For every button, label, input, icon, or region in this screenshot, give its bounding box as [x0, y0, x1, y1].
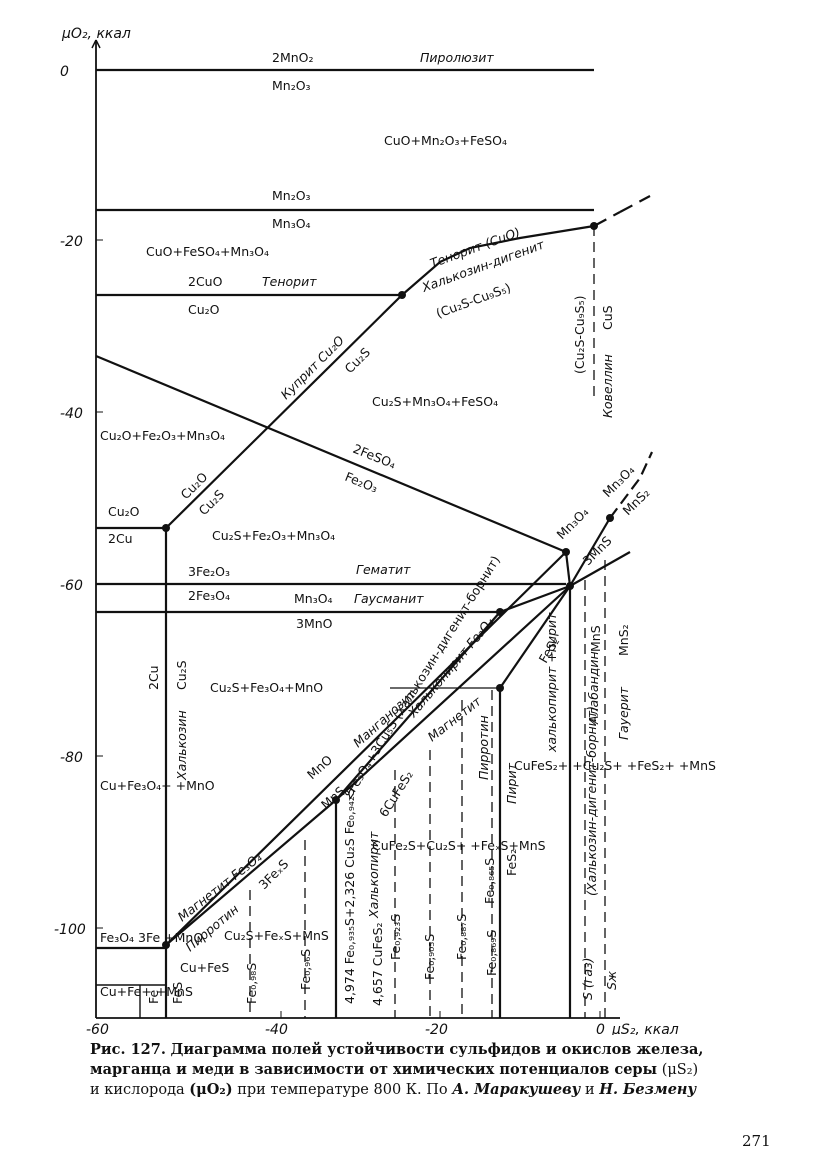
region-cufes2: CuFe₂S+Cu₂S+ +FeₓS+MnS — [372, 838, 546, 853]
label-cuprite: Куприт Cu₂O — [278, 333, 348, 403]
label-mns2-v: MnS₂ — [616, 624, 631, 656]
line-labels-rotated: Тенорит (CuO) Халькозин-дигенит (Cu₂S-Cu… — [146, 224, 653, 1006]
region-cu-fe3o4: Cu+Fe₃O₄+ +MnO — [100, 778, 215, 793]
label-hauerite: Гауерит — [616, 686, 631, 740]
label-mn2o3: Mn₂O₃ — [272, 78, 311, 93]
label-3fe2o3: 3Fe₂O₃ — [188, 564, 230, 579]
region-cu2s-fe2o3: Cu₂S+Fe₂O₃+Mn₃O₄ — [212, 528, 335, 543]
y-tick-60: -60 — [60, 578, 83, 594]
boundary-lines — [95, 68, 653, 1018]
label-fe098s: Fe₀,₉₈S — [244, 963, 259, 1004]
label-2cu-left: 2Cu — [108, 531, 133, 546]
label-fe0905s: Fe₀,₉₀₅S — [422, 934, 437, 980]
caption-bold-text: Диаграмма полей устойчивости сульфидов и… — [90, 1041, 704, 1078]
label-pyrolusite: Пиролюзит — [420, 50, 494, 65]
label-mn3o4-right: Mn₃O₄ — [554, 504, 592, 542]
region-cuo-mn3o4: CuO+FeSO₄+Mn₃O₄ — [146, 244, 269, 259]
label-chalcopyrite-v: Халькопирит — [366, 831, 381, 919]
label-chalcopyrite-pyrite: халькопирит +пирит — [544, 612, 559, 753]
label-mns-v: MnS — [588, 625, 603, 652]
label-fes2-v: FeS₂ — [504, 849, 519, 876]
label-fe0887s: Fe₀,₈₈₇S — [454, 914, 469, 960]
triple-points — [162, 222, 614, 949]
caption-sym-s: (μS₂) — [661, 1062, 699, 1078]
label-2feso4: 2FeSO₄ — [351, 441, 398, 472]
label-mn2o3-b: Mn₂O₃ — [272, 188, 311, 203]
label-chalcocite: Халькозин — [174, 710, 189, 781]
label-cus: CuS — [600, 305, 615, 330]
region-cufes2-fes2: CuFeS₂+ +Cu₂S+ +FeS₂+ +MnS — [514, 758, 716, 773]
label-cu2s-v: Cu₂S — [174, 660, 189, 690]
label-pyrrhotite-right: Пирротин — [476, 715, 491, 780]
y-tick-0: 0 — [60, 64, 69, 80]
stability-diagram: μO₂, ккал 0 -20 -40 -60 -80 -100 -60 -40… — [54, 26, 716, 1035]
label-chalc-digen-bornite: (Халькозин-дигенит-борнит) — [584, 706, 599, 896]
caption-author2: Н. Безмену — [599, 1081, 697, 1098]
label-mn3o4-haus: Mn₃O₄ — [294, 591, 333, 606]
label-fe0869s: Fe₀,₈₆₉S — [484, 930, 499, 976]
label-fes-bottom: FeS — [170, 982, 185, 1004]
region-cuo-mn2o3: CuO+Mn₂O₃+FeSO₄ — [384, 133, 507, 148]
label-hematite: Гематит — [356, 562, 411, 577]
region-cu2o-fe2o3: Cu₂O+Fe₂O₃+Mn₃O₄ — [100, 428, 225, 443]
label-cu2o: Cu₂O — [188, 302, 220, 317]
axis-labels: μO₂, ккал 0 -20 -40 -60 -80 -100 -60 -40… — [54, 26, 679, 1035]
caption-rest: при температуре 800 К. По — [237, 1082, 448, 1098]
caption-author1: А. Маракушеву — [452, 1081, 581, 1098]
region-cu2s-mn3o4: Cu₂S+Mn₃O₄+FeSO₄ — [372, 394, 498, 409]
caption-sym-o: (μO₂) — [189, 1081, 233, 1098]
label-covellite: Ковеллин — [600, 354, 615, 418]
caption-and: и — [584, 1082, 595, 1098]
label-cu2s-cu9s5-v: (Cu₂S-Cu₉S₅) — [572, 296, 587, 374]
y-tick-40: -40 — [60, 406, 83, 422]
x-axis-label: μS₂, ккал — [611, 1022, 679, 1035]
label-fe096s: Fe₀,₉₆S — [298, 949, 313, 990]
label-mno: MnO — [304, 752, 335, 782]
y-tick-100: -100 — [54, 922, 86, 938]
label-tenorite: Тенорит — [262, 274, 317, 289]
x-tick-20: -20 — [425, 1022, 448, 1035]
region-cu-fes: Cu+FeS — [180, 960, 229, 975]
label-fe-bottom: Fe — [146, 989, 161, 1004]
label-alabandin: Алабандин — [586, 651, 601, 725]
x-tick-40: -40 — [265, 1022, 288, 1035]
label-3mno: 3MnO — [296, 616, 333, 631]
page-number: 271 — [742, 1132, 771, 1150]
caption-fig-number: Рис. 127. — [90, 1041, 166, 1058]
x-tick-60: -60 — [86, 1022, 109, 1035]
region-cu2s-pyrr: Cu₂S+FeₓS+MnS — [224, 928, 329, 943]
y-axis-label: μO₂, ккал — [61, 26, 131, 42]
y-tick-20: -20 — [60, 234, 83, 250]
region-fe3o4-mno: Fe₃O₄ 3Fe +MnO — [100, 930, 203, 945]
label-2cuo: 2CuO — [188, 274, 223, 289]
label-cu2s-fe-long: 4,974 Fe₀,₉₃₅S+2,326 Cu₂S Fe₀,₉₄₂S — [342, 788, 357, 1004]
label-cu2s-b: Cu₂S — [196, 487, 228, 519]
label-s-gas: S (газ) — [580, 957, 595, 1000]
caption-and-oxygen: и кислорода — [90, 1082, 185, 1098]
line-labels-horizontal: 2MnO₂ Mn₂O₃ Пиролюзит CuO+Mn₂O₃+FeSO₄ Mn… — [100, 50, 716, 999]
label-mns2-far: MnS₂ — [620, 485, 653, 518]
label-fe0923s: Fe₀,₉₂₃S — [388, 914, 403, 960]
label-hausmannite: Гаусманит — [354, 591, 424, 606]
label-pyrite: Пирит — [504, 762, 519, 804]
figure-caption: Рис. 127. Диаграмма полей устойчивости с… — [90, 1040, 710, 1100]
x-tick-0: 0 — [596, 1022, 605, 1035]
region-cu2s-fe3o4: Cu₂S+Fe₃O₄+MnO — [210, 680, 323, 695]
region-cu-fe-mns: Cu+Fe+ +MnS — [100, 984, 193, 999]
dashed-lines — [249, 226, 606, 1018]
y-tick-80: -80 — [60, 750, 83, 766]
label-2fe3o4: 2Fe₃O₄ — [188, 588, 230, 603]
label-cu2o-left: Cu₂O — [108, 504, 140, 519]
label-s-liq: Sж — [604, 970, 619, 990]
label-2cu-v: 2Cu — [146, 665, 161, 690]
label-mn3o4: Mn₃O₄ — [272, 216, 311, 231]
label-cufes2-4657: 4,657 CuFeS₂ — [370, 922, 385, 1006]
label-fe0865s: Fe₀,₈₆₅S — [482, 858, 497, 904]
label-2mno2: 2MnO₂ — [272, 50, 314, 65]
label-6cufes2: 6CuFeS₂ — [376, 768, 416, 820]
